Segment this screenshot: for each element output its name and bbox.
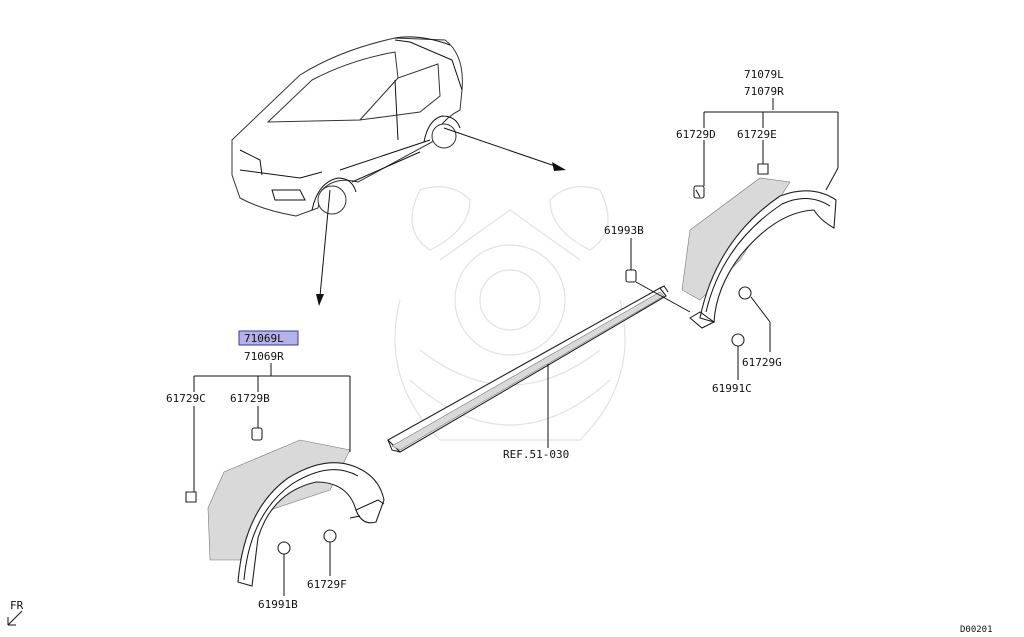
label-61729F[interactable]: 61729F — [307, 578, 347, 591]
pointer-arrows — [316, 127, 566, 306]
label-61729C[interactable]: 61729C — [166, 392, 206, 405]
diagram-code: D00201 — [960, 625, 993, 635]
clip-icon — [693, 185, 705, 199]
screw-icon — [731, 333, 745, 347]
screw-icon — [277, 541, 291, 555]
clip-icon — [251, 427, 263, 441]
label-61991C[interactable]: 61991C — [712, 382, 752, 395]
label-61729D[interactable]: 61729D — [676, 128, 716, 141]
leader-lines — [193, 98, 839, 596]
label-61993B[interactable]: 61993B — [604, 224, 644, 237]
clip-icon — [323, 529, 337, 543]
watermark-emblem — [394, 186, 626, 441]
label-61991B[interactable]: 61991B — [258, 598, 298, 611]
part-labels: 71069L 71069R 61729C 61729B 61991B 61729… — [10, 68, 993, 635]
clip-icon — [757, 163, 769, 175]
nut-icon — [625, 269, 637, 283]
label-71069L[interactable]: 71069L — [244, 332, 284, 345]
label-71069R[interactable]: 71069R — [244, 350, 284, 363]
fr-marker: FR — [10, 599, 24, 612]
label-ref-51-030[interactable]: REF.51-030 — [503, 448, 569, 461]
clip-icon — [185, 491, 197, 503]
rear-wheel-arch-moulding — [681, 177, 837, 329]
label-61729B[interactable]: 61729B — [230, 392, 270, 405]
clip-icon — [738, 286, 752, 300]
fr-arrow-icon — [7, 610, 23, 626]
label-71079R[interactable]: 71079R — [744, 85, 784, 98]
label-61729G[interactable]: 61729G — [742, 356, 782, 369]
vehicle-illustration — [231, 36, 463, 217]
side-sill-garnish — [387, 285, 669, 453]
label-71079L[interactable]: 71079L — [744, 68, 784, 81]
front-wheel-arch-moulding — [207, 439, 385, 587]
label-61729E[interactable]: 61729E — [737, 128, 777, 141]
highlighted-part-box — [238, 330, 299, 346]
